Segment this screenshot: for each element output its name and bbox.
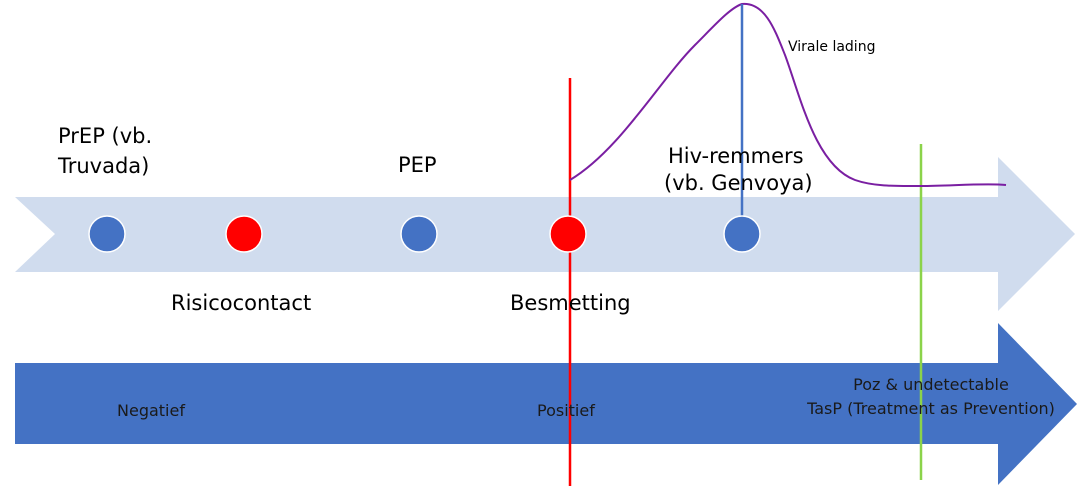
lower-status-arrow: [15, 323, 1077, 485]
upper-timeline-arrow: [15, 157, 1075, 311]
viral-load-label: Virale lading: [788, 39, 875, 55]
risicocontact-label: Risicocontact: [171, 291, 311, 315]
viral-load-curve: [569, 2, 1007, 188]
negatief-label: Negatief: [117, 401, 185, 420]
prep-label-line2: Truvada): [57, 154, 149, 178]
besmetting-dot: [549, 215, 587, 253]
prep-dot: [88, 215, 126, 253]
pep-dot: [400, 215, 438, 253]
positief-label: Positief: [537, 401, 595, 420]
risicocontact-dot: [225, 215, 263, 253]
tasp-label-line1: Poz & undetectable: [853, 375, 1009, 394]
hiv-remmers-label-line1: Hiv-remmers: [668, 144, 804, 168]
besmetting-label: Besmetting: [510, 291, 631, 315]
prep-label-line1: PrEP (vb.: [58, 124, 152, 148]
pep-label: PEP: [398, 153, 437, 177]
tasp-label-line2: TasP (Treatment as Prevention): [806, 399, 1055, 418]
hiv-remmers-label-line2: (vb. Genvoya): [664, 171, 813, 195]
hiv-remmers-dot: [723, 215, 761, 253]
